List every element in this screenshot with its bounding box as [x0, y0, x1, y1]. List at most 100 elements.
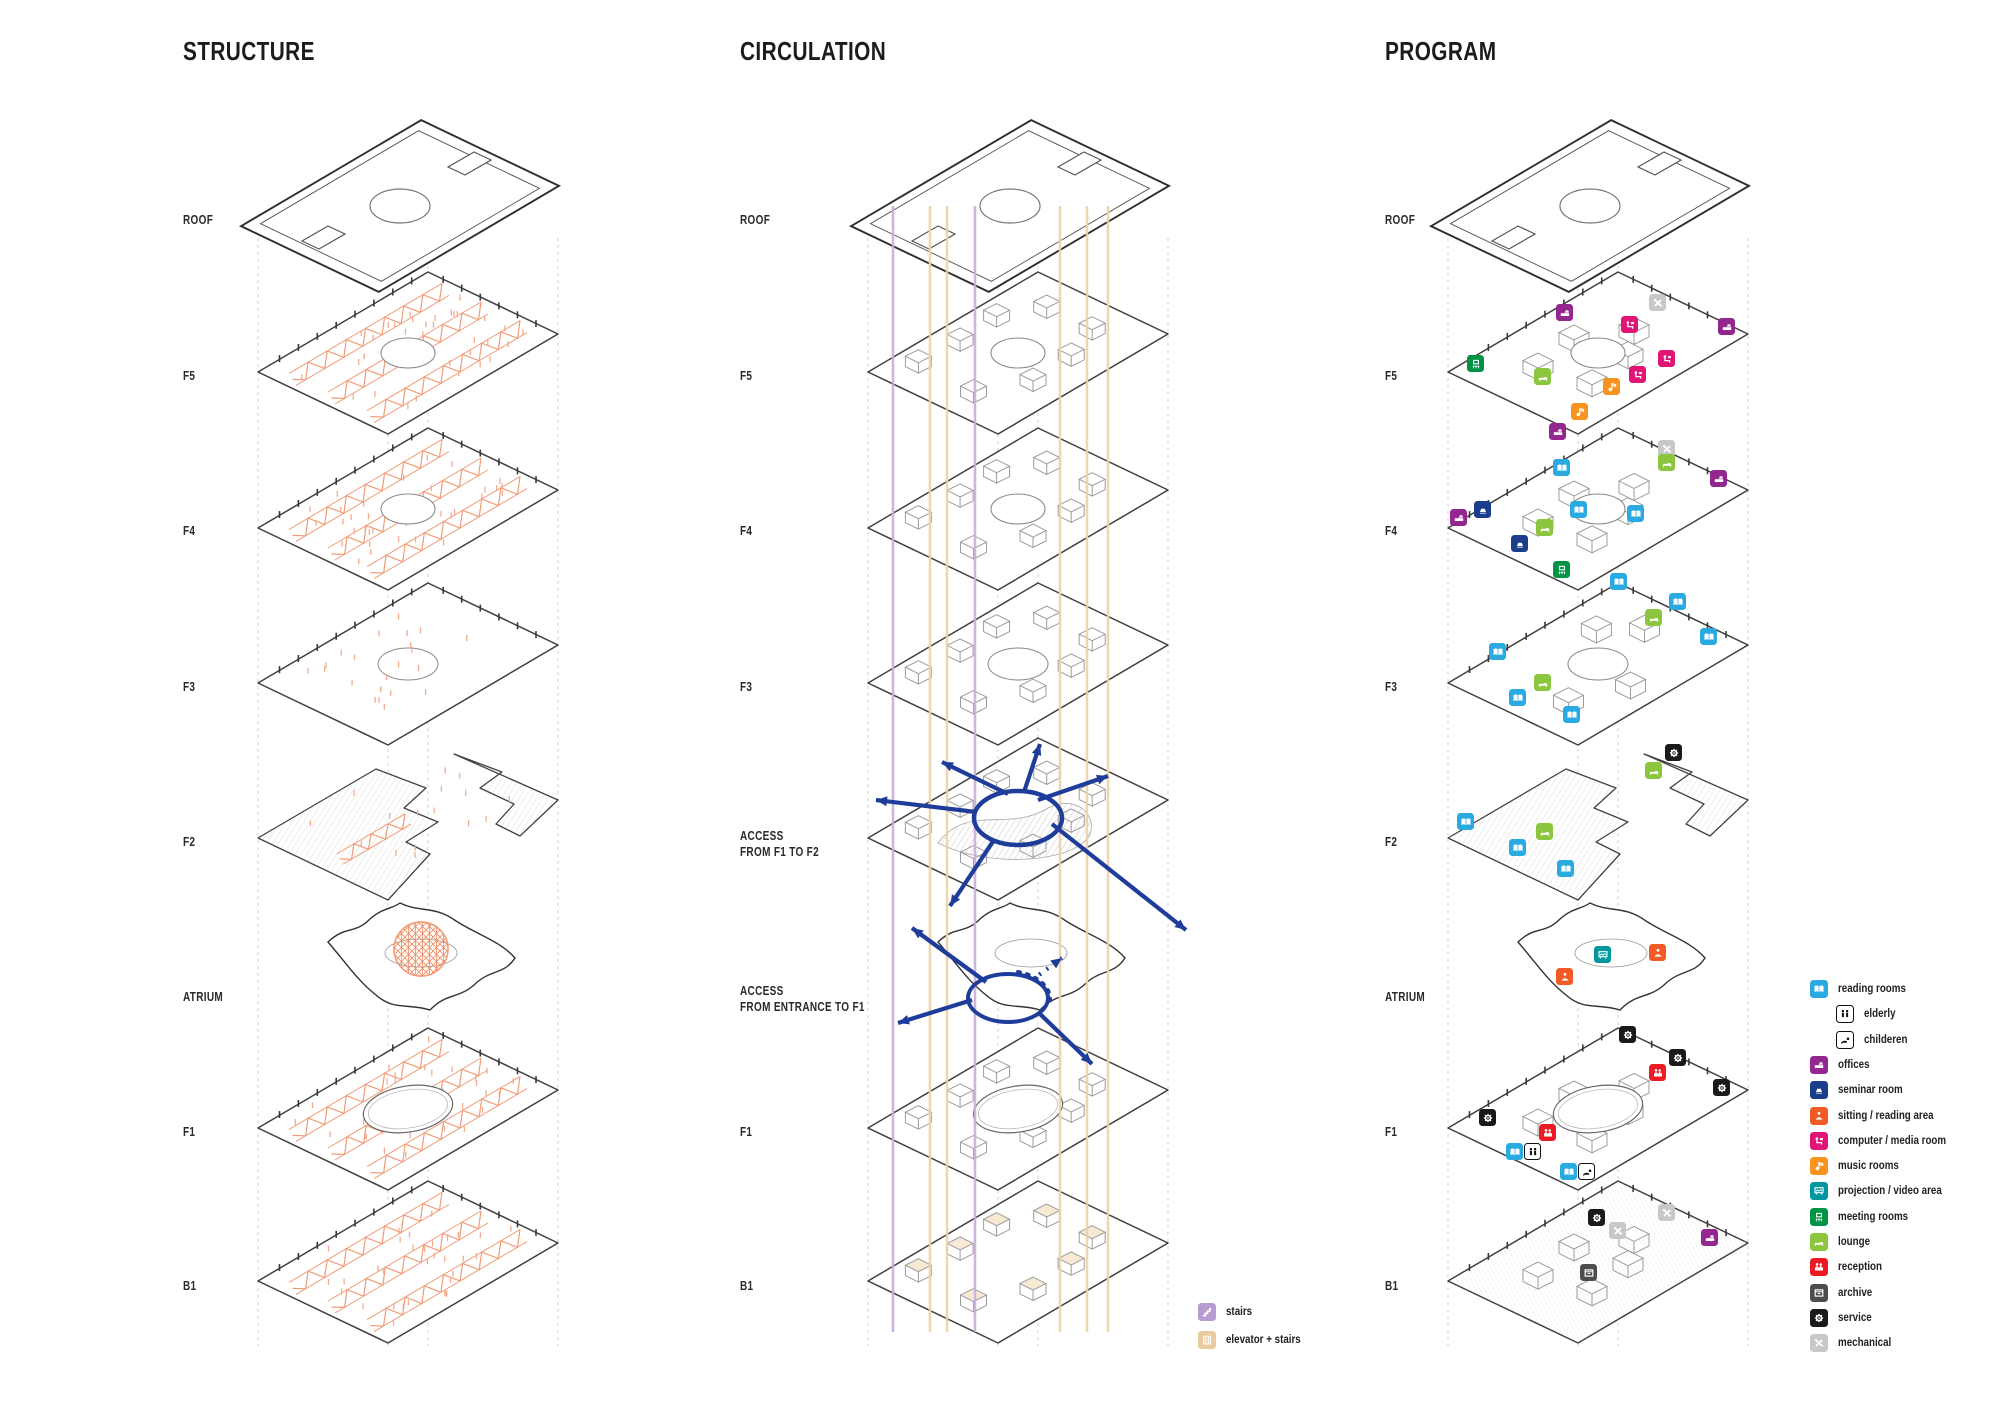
reading-rooms-icon — [1610, 573, 1627, 590]
reading-rooms-icon — [1700, 628, 1717, 645]
reading-rooms-icon — [1563, 706, 1580, 723]
program-legend-item-music-rooms: music rooms — [1810, 1156, 1910, 1176]
circulation-floor-f4 — [867, 427, 1169, 591]
program-legend-item-reception: reception — [1810, 1257, 1890, 1277]
program-legend-item-seminar-room: seminar room — [1810, 1080, 1914, 1100]
reading-rooms-icon — [1489, 643, 1506, 660]
floor-label-structure-f3: F3 — [183, 680, 196, 694]
program-legend-item-computer-media-room: computer / media room — [1810, 1131, 1965, 1151]
mechanical-icon — [1658, 1204, 1675, 1221]
computer-media-room-icon — [1629, 366, 1646, 383]
floor-label-structure-f2: F2 — [183, 835, 196, 849]
floor-label-structure-roof: ROOF — [183, 213, 214, 227]
elevator-stairs-icon — [1198, 1331, 1216, 1349]
floor-label-program-f1: F1 — [1385, 1125, 1398, 1139]
music-rooms-icon — [1810, 1157, 1828, 1176]
sitting-reading-area-icon — [1649, 944, 1666, 961]
legend-label: mechanical — [1838, 1337, 1892, 1350]
offices-icon — [1718, 318, 1735, 335]
reading-rooms-icon — [1509, 689, 1526, 706]
legend-label: music rooms — [1838, 1160, 1899, 1173]
program-floor-f1 — [1447, 1027, 1749, 1191]
lounge-icon — [1534, 674, 1551, 691]
roof-plate — [1428, 119, 1752, 293]
circulation-legend-item-stairs: stairs — [1198, 1302, 1257, 1322]
childeren-icon — [1578, 1163, 1595, 1180]
legend-label: elderly — [1864, 1008, 1896, 1021]
archive-icon — [1580, 1264, 1597, 1281]
lounge-icon — [1658, 454, 1675, 471]
structure-floor-atrium — [327, 902, 516, 1011]
reception-icon — [1649, 1064, 1666, 1081]
circulation-legend-item-elevator-stairs: elevator + stairs — [1198, 1330, 1314, 1350]
service-icon — [1713, 1079, 1730, 1096]
circulation-floor-b1 — [867, 1180, 1169, 1344]
structure-floor-f4 — [257, 427, 559, 591]
reception-icon — [1810, 1258, 1828, 1277]
circulation-title: CIRCULATION — [740, 36, 887, 66]
legend-label: seminar room — [1838, 1084, 1903, 1097]
circulation-floor-atrium — [937, 902, 1126, 1011]
service-icon — [1588, 1209, 1605, 1226]
lounge-icon — [1645, 762, 1662, 779]
legend-label: reading rooms — [1838, 983, 1906, 995]
program-legend-item-projection-video-area: projection / video area — [1810, 1181, 1960, 1201]
elderly-icon — [1524, 1143, 1541, 1160]
program-legend-item-reading-rooms: reading rooms — [1810, 979, 1918, 999]
lounge-icon — [1534, 368, 1551, 385]
legend-label: offices — [1838, 1058, 1870, 1071]
program-legend-item-sitting-reading-area: sitting / reading area — [1810, 1106, 1950, 1126]
floor-label-circulation-f5: F5 — [740, 369, 753, 383]
program-legend-item-lounge: lounge — [1810, 1232, 1876, 1252]
stairs-icon — [1198, 1303, 1216, 1321]
reading-rooms-icon — [1509, 839, 1526, 856]
childeren-icon — [1836, 1030, 1854, 1049]
music-rooms-icon — [1603, 378, 1620, 395]
projection-video-area-icon — [1594, 946, 1611, 963]
floor-label-circulation-access: ACCESS FROM F1 TO F2 — [740, 829, 819, 860]
structure-floor-f1 — [257, 1027, 559, 1191]
program-floor-f2 — [1447, 753, 1749, 901]
floor-label-program-roof: ROOF — [1385, 213, 1416, 227]
lounge-icon — [1645, 609, 1662, 626]
circulation-floor-f1 — [867, 1027, 1169, 1191]
computer-media-room-icon — [1658, 350, 1675, 367]
structure-floor-b1 — [257, 1180, 559, 1344]
floor-label-circulation-f3: F3 — [740, 680, 753, 694]
meeting-rooms-icon — [1467, 355, 1484, 372]
seminar-room-icon — [1474, 501, 1491, 518]
structure-floor-f2 — [257, 753, 559, 901]
program-legend-item-meeting-rooms: meeting rooms — [1810, 1207, 1920, 1227]
program-legend-item-service: service — [1810, 1308, 1878, 1328]
program-floor-atrium — [1517, 902, 1706, 1011]
lounge-icon — [1810, 1233, 1828, 1251]
computer-media-room-icon — [1810, 1131, 1828, 1150]
program-floor-b1 — [1447, 1180, 1749, 1344]
legend-label: stairs — [1226, 1306, 1253, 1318]
mechanical-icon — [1609, 1222, 1626, 1239]
projection-video-area-icon — [1810, 1182, 1828, 1201]
floor-label-circulation-access: ACCESS FROM ENTRANCE TO F1 — [740, 984, 865, 1015]
program-legend-item-childeren: childeren — [1836, 1030, 1915, 1050]
structure-diagram — [238, 119, 562, 1346]
structure-floor-f5 — [257, 271, 559, 435]
reception-icon — [1539, 1124, 1556, 1141]
reading-rooms-icon — [1553, 459, 1570, 476]
circulation-floor-f2 — [867, 737, 1169, 901]
structure-title: STRUCTURE — [183, 36, 315, 66]
floor-label-structure-f1: F1 — [183, 1125, 196, 1139]
computer-media-room-icon — [1621, 316, 1638, 333]
roof-plate — [238, 119, 562, 293]
program-legend-item-archive: archive — [1810, 1283, 1878, 1303]
reading-rooms-icon — [1810, 980, 1828, 998]
meeting-rooms-icon — [1553, 561, 1570, 578]
sitting-reading-area-icon — [1556, 968, 1573, 985]
offices-icon — [1710, 470, 1727, 487]
floor-label-structure-b1: B1 — [183, 1279, 197, 1293]
legend-label: archive — [1838, 1286, 1873, 1299]
offices-icon — [1556, 304, 1573, 321]
legend-label: meeting rooms — [1838, 1210, 1909, 1223]
floor-label-program-f3: F3 — [1385, 680, 1398, 694]
legend-label: lounge — [1838, 1236, 1871, 1248]
floor-label-circulation-f1: F1 — [740, 1125, 753, 1139]
